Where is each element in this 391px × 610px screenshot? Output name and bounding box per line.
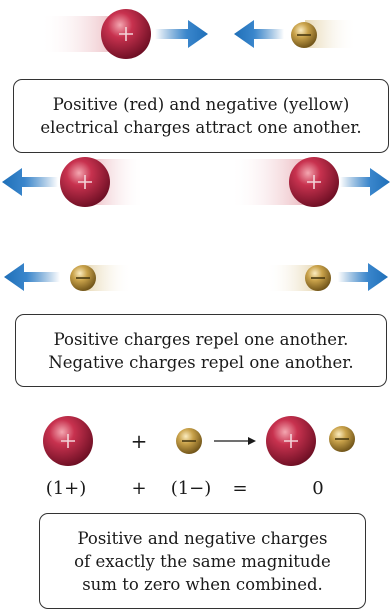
negative-charge-icon <box>291 22 317 48</box>
positive-charge-icon <box>43 416 93 466</box>
equation-term-negative: (1−) <box>171 479 212 499</box>
positive-charge-icon <box>266 416 316 466</box>
panel3-combination <box>43 416 355 466</box>
positive-charge-icon <box>60 157 110 207</box>
caption-line: sum to zero when combined. <box>40 573 365 596</box>
caption-combination: Positive and negative charges of exactly… <box>39 513 366 609</box>
equation-equals: = <box>232 479 247 499</box>
caption-repulsion: Positive charges repel one another. Nega… <box>15 314 387 387</box>
equation-term-positive: (1+) <box>46 479 87 499</box>
arrow-left-icon <box>2 168 58 196</box>
caption-line: Positive and negative charges <box>40 527 365 550</box>
caption-line: Negative charges repel one another. <box>16 351 386 374</box>
panel2-repulsion <box>2 157 390 291</box>
panel1-attraction <box>40 9 357 59</box>
plus-operator: + <box>131 430 148 452</box>
arrow-right-icon <box>338 263 388 291</box>
equation-plus: + <box>131 479 146 499</box>
equation-result: 0 <box>312 479 323 499</box>
negative-charge-icon <box>176 428 202 454</box>
negative-charge-icon <box>70 265 96 291</box>
arrow-right-icon <box>155 20 208 48</box>
negative-charge-icon <box>329 426 355 452</box>
caption-line: Positive (red) and negative (yellow) <box>14 93 388 116</box>
arrow-right-icon <box>340 168 390 196</box>
positive-charge-icon <box>101 9 151 59</box>
caption-line: of exactly the same magnitude <box>40 550 365 573</box>
positive-charge-icon <box>289 157 339 207</box>
arrow-left-icon <box>234 20 284 48</box>
caption-attraction: Positive (red) and negative (yellow) ele… <box>13 79 389 153</box>
caption-line: Positive charges repel one another. <box>16 328 386 351</box>
arrow-left-icon <box>4 263 60 291</box>
caption-line: electrical charges attract one another. <box>14 116 388 139</box>
negative-charge-icon <box>305 265 331 291</box>
reaction-arrow-icon <box>214 437 256 445</box>
